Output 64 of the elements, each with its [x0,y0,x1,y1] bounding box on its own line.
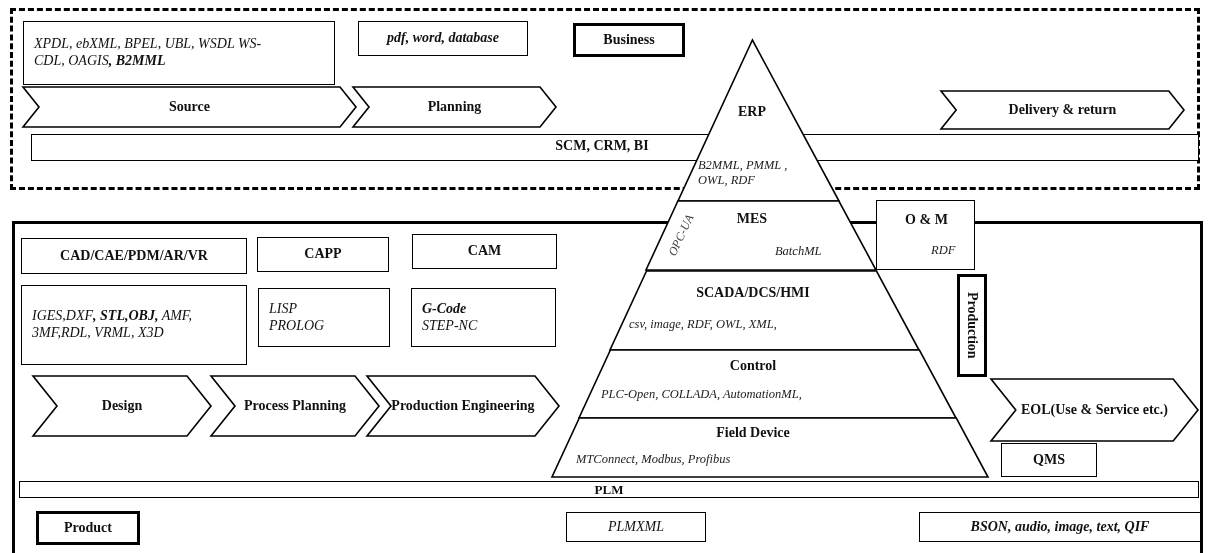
box-title: Product [64,519,112,537]
process-step [941,91,1184,129]
stage-label: Delivery & return [1008,101,1117,119]
box-title: CAM [467,243,502,260]
rotated-box [957,274,987,377]
box-title: Production [964,292,981,359]
process-step [367,376,559,436]
stage-label: Production Engineering [391,397,535,415]
box-title: Business [603,31,655,49]
info-box [412,234,557,269]
layer-title: SCADA/DCS/HMI [695,285,811,302]
format-list: BatchML [775,244,860,259]
process-step [991,379,1198,441]
info-box [258,288,390,347]
format-list: pdf, word, database [387,30,499,47]
pyramid-layer [551,418,988,477]
format-list: PLMXML [608,518,664,536]
format-list: csv, image, RDF, OWL, XML, [629,317,819,332]
title-box [573,23,685,57]
stage-label: Process Planning [244,397,346,415]
format-list: XPDL, ebXML, BPEL, UBL, WSDL WS-CDL, OAGIS, B2MML [34,36,284,70]
box-title: QMS [1033,451,1065,469]
stage-label: Source [169,98,210,116]
pyramid-layer [578,350,956,418]
pyramid-layer [645,201,876,270]
info-box [1001,443,1097,477]
layer-title: Field Device [715,425,791,442]
process-step [353,87,556,127]
info-box [876,200,975,270]
stage-label: Design [101,397,143,415]
box-title: CAPP [304,246,342,263]
process-step [211,376,379,436]
info-box [21,285,247,365]
format-list: B2MML, PMML , OWL, RDF [698,158,816,188]
format-list: LISP PROLOG [269,300,349,335]
stage-label: Planning [427,98,482,116]
info-box [411,288,556,347]
format-list: RDF [931,243,971,258]
format-list: MTConnect, Modbus, Profibus [576,452,876,467]
info-box [919,512,1201,542]
layer-title: ERP [737,104,767,121]
info-box [257,237,389,272]
layer-title: MES [735,211,769,228]
info-box [358,21,528,56]
format-list: PLC-Open, COLLADA, AutomationML, [601,387,901,402]
system-label: SCM, CRM, BI [554,138,650,155]
info-box [566,512,706,542]
pyramid-layer [610,271,920,350]
format-list: IGES,DXF, STL,OBJ, AMF, 3MF,RDL, VRML, X3D [32,308,217,342]
layer-title: Control [728,358,778,375]
process-step [33,376,211,436]
system-bar [19,481,1199,498]
title-box [36,511,140,545]
process-step [23,87,356,127]
info-box [21,238,247,274]
stage-label: EOL(Use & Service etc.) [1021,401,1168,419]
box-title: CAD/CAE/PDM/AR/VR [60,247,208,265]
system-bar [31,134,1199,161]
system-label: PLM [594,481,624,498]
box-title: O & M [904,212,949,229]
info-box [23,21,335,85]
format-list: G-Code STEP-NC [422,300,502,335]
pyramid-layer [677,40,839,201]
format-list: BSON, audio, image, text, QIF [970,518,1150,536]
